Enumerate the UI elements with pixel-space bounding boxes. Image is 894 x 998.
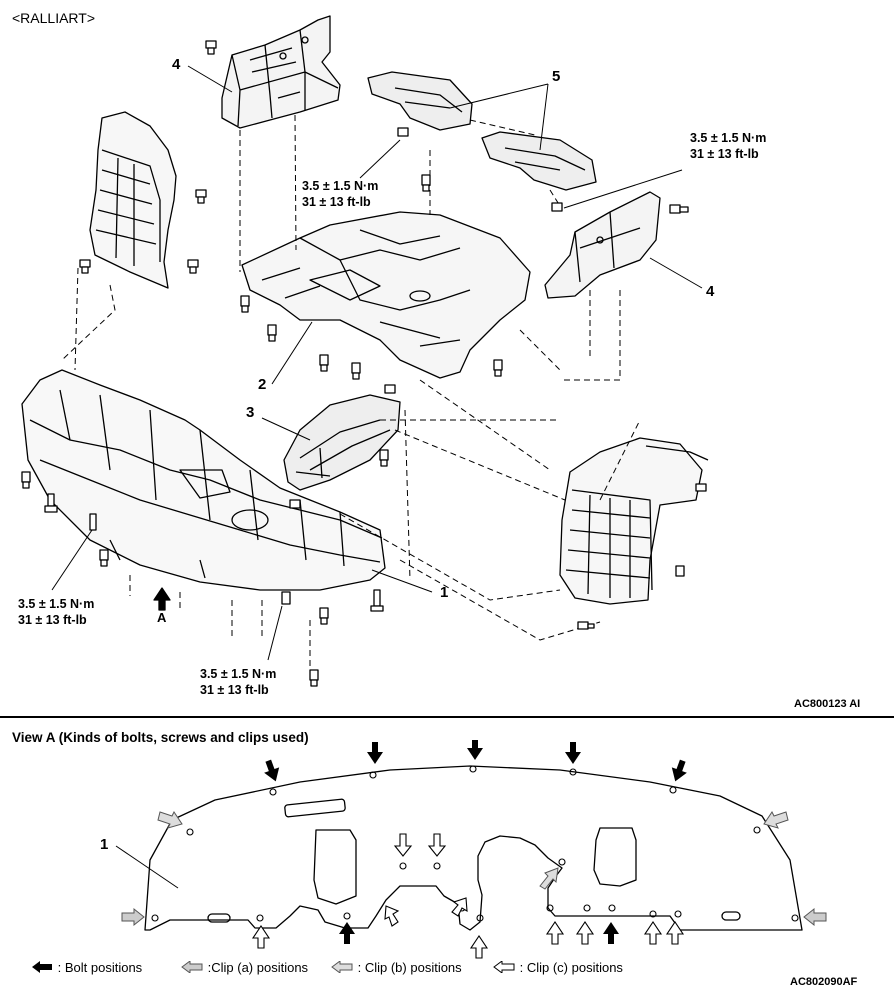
clip-c-arrows [251, 833, 685, 959]
cutout-slot [284, 798, 346, 818]
legend-clip-b-text: : Clip (b) positions [357, 960, 462, 975]
bolt-arrow-icon [339, 922, 355, 944]
cutout-oval-left [207, 913, 231, 923]
label-view-a: A [157, 610, 167, 625]
figure-code-bottom: AC802090AF [790, 976, 858, 988]
bolt-arrows [264, 740, 687, 944]
legend-clip-a-text: :Clip (a) positions [207, 960, 309, 975]
bolt-arrow-icon [32, 961, 52, 973]
clip-c-arrow-icon [575, 921, 595, 945]
torque-bottom-nm: 3.5 ± 1.5 N·m [200, 667, 277, 681]
clip-c-arrow-icon [643, 921, 663, 945]
exploded-undercover-diagram [21, 15, 709, 687]
torque-center-nm: 3.5 ± 1.5 N·m [302, 179, 379, 193]
bolt-arrow-icon [467, 740, 483, 760]
clip-c-arrow-icon [665, 921, 685, 945]
torque-left-ftlb: 31 ± 13 ft-lb [18, 613, 87, 627]
bolt-arrow-icon [565, 742, 581, 764]
legend-clip-c: : Clip (c) positions [492, 960, 623, 975]
clip-a-arrows [121, 907, 827, 927]
legend-clip-b: : Clip (b) positions [330, 960, 462, 975]
cutout-right [593, 827, 637, 887]
part-1-front-cover [21, 369, 386, 591]
view-a-title: View A (Kinds of bolts, screws and clips… [12, 730, 309, 745]
label-part-1: 1 [440, 584, 449, 601]
clip-c-arrow-icon [427, 833, 447, 857]
clip-c-arrow-icon [251, 925, 271, 949]
part-5-panels [367, 71, 597, 191]
cutout-oval-right [721, 911, 741, 921]
torque-bottom-ftlb: 31 ± 13 ft-lb [200, 683, 269, 697]
legend-bolt: : Bolt positions [30, 960, 142, 975]
label-part-4-right: 4 [706, 283, 715, 300]
label-part-4-top: 4 [172, 56, 181, 73]
fasteners [21, 40, 707, 687]
clip-c-arrow-icon [545, 921, 565, 945]
part-4-right-cover [544, 191, 661, 299]
bolt-arrow-icon [603, 922, 619, 944]
torque-bottom: 3.5 ± 1.5 N·m 31 ± 13 ft-lb [200, 666, 276, 698]
view-a-arrow [153, 587, 171, 611]
clip-b-arrows [157, 811, 789, 890]
clip-b-arrow-icon [763, 811, 789, 829]
section-divider [0, 716, 894, 718]
clip-c-arrow-icon [451, 897, 468, 917]
view-a-diagram [115, 740, 827, 959]
clip-c-arrow-icon [493, 960, 515, 974]
clip-b-arrow-icon [157, 811, 183, 829]
bolt-arrow-icon [264, 759, 280, 782]
bolt-arrow-icon [671, 759, 687, 782]
legend: : Bolt positions :Clip (a) positions : C… [0, 960, 894, 984]
clip-a-arrow-icon [181, 960, 203, 974]
legend-clip-c-text: : Clip (c) positions [519, 960, 623, 975]
clip-a-arrow-icon [803, 907, 827, 927]
legend-bolt-text: : Bolt positions [57, 960, 143, 975]
torque-left-nm: 3.5 ± 1.5 N·m [18, 597, 95, 611]
label-part-2: 2 [258, 376, 267, 393]
part-3-panel [283, 394, 401, 491]
label-part-3: 3 [246, 404, 255, 421]
page-title: <RALLIART> [12, 10, 96, 26]
cutout-left [313, 829, 357, 905]
clip-c-arrow-icon [393, 833, 413, 857]
bolt-arrow-icon [367, 742, 383, 764]
leader-lines [51, 65, 703, 661]
legend-clip-a: :Clip (a) positions [180, 960, 308, 975]
clip-c-arrow-icon [469, 935, 489, 959]
part-4-top-cover [221, 15, 341, 129]
figure-code-top: AC800123 AI [794, 698, 861, 710]
label-part-5: 5 [552, 68, 561, 85]
torque-center: 3.5 ± 1.5 N·m 31 ± 13 ft-lb [302, 178, 378, 210]
torque-right-ftlb: 31 ± 13 ft-lb [690, 147, 759, 161]
part-2-center-cover [241, 211, 531, 379]
torque-left: 3.5 ± 1.5 N·m 31 ± 13 ft-lb [18, 596, 94, 628]
torque-center-ftlb: 31 ± 13 ft-lb [302, 195, 371, 209]
torque-right-nm: 3.5 ± 1.5 N·m [690, 131, 767, 145]
right-splash-shield [559, 437, 709, 605]
left-splash-shield [89, 111, 177, 289]
clip-b-arrow-icon [331, 960, 353, 974]
view-a-outline [144, 765, 803, 931]
clip-b-arrow-icon [539, 867, 559, 890]
clip-c-arrow-icon [384, 905, 400, 927]
torque-right: 3.5 ± 1.5 N·m 31 ± 13 ft-lb [690, 130, 766, 162]
view-a-label-part-1: 1 [100, 836, 109, 853]
alignment-lines [61, 114, 641, 676]
clip-a-arrow-icon [121, 907, 145, 927]
